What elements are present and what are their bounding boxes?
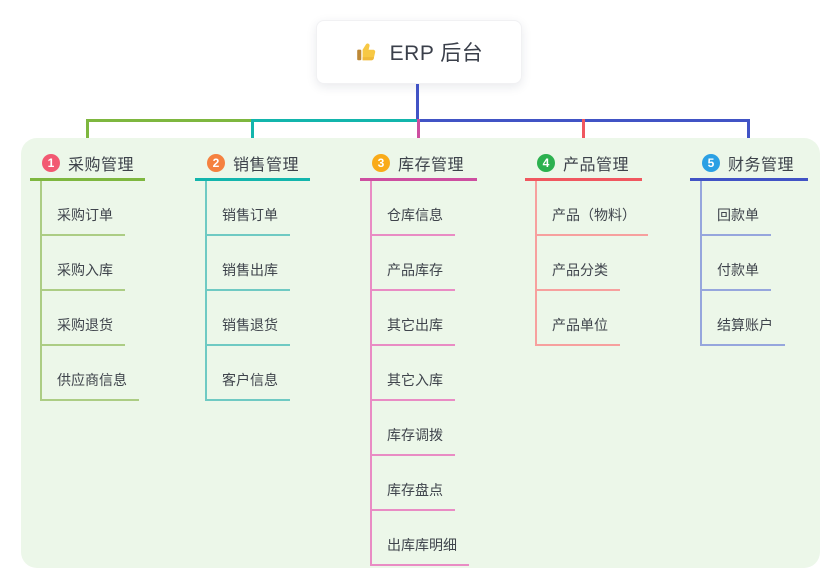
- branch-header[interactable]: 1 采购管理: [30, 148, 145, 181]
- branch-label: 销售管理: [233, 157, 300, 174]
- branch-number-badge: 5: [702, 154, 720, 172]
- branch-label: 库存管理: [398, 157, 465, 174]
- child-node-label[interactable]: 客户信息: [205, 370, 290, 401]
- branches-panel: [21, 138, 820, 568]
- branch-finance-management: 5 财务管理 回款单 付款单 结算账户: [690, 148, 808, 346]
- branch-children: 仓库信息 产品库存 其它出库 其它入库 库存调拨 库存盘点 出库库明细: [370, 181, 477, 566]
- branch-children: 回款单 付款单 结算账户: [700, 181, 808, 346]
- child-node: 出库库明细: [370, 511, 477, 566]
- branch-children-connector: [40, 181, 42, 401]
- branch-product-management: 4 产品管理 产品（物料） 产品分类 产品单位: [525, 148, 648, 346]
- branch-children-connector: [535, 181, 537, 346]
- branch-purchase-management: 1 采购管理 采购订单 采购入库 采购退货 供应商信息: [30, 148, 145, 401]
- root-node[interactable]: ERP 后台: [316, 20, 522, 84]
- child-node-label[interactable]: 销售订单: [205, 205, 290, 236]
- child-node: 结算账户: [700, 291, 808, 346]
- child-node-label[interactable]: 采购退货: [40, 315, 125, 346]
- child-node: 其它出库: [370, 291, 477, 346]
- child-node-label[interactable]: 库存调拨: [370, 425, 455, 456]
- child-node-label[interactable]: 其它入库: [370, 370, 455, 401]
- child-node: 库存盘点: [370, 456, 477, 511]
- child-node: 销售退货: [205, 291, 310, 346]
- connector-hbar-left: [87, 119, 253, 122]
- child-node-label[interactable]: 产品（物料）: [535, 205, 648, 236]
- branch-children: 采购订单 采购入库 采购退货 供应商信息: [40, 181, 145, 401]
- child-node-label[interactable]: 出库库明细: [370, 535, 469, 566]
- child-node: 供应商信息: [40, 346, 145, 401]
- child-node-label[interactable]: 采购订单: [40, 205, 125, 236]
- child-node-label[interactable]: 库存盘点: [370, 480, 455, 511]
- child-node-label[interactable]: 其它出库: [370, 315, 455, 346]
- child-node: 产品库存: [370, 236, 477, 291]
- child-node: 销售订单: [205, 181, 310, 236]
- branch-number-badge: 3: [372, 154, 390, 172]
- child-node: 采购入库: [40, 236, 145, 291]
- child-node-label[interactable]: 产品单位: [535, 315, 620, 346]
- child-node: 产品（物料）: [535, 181, 648, 236]
- connector-trunk: [416, 84, 419, 121]
- branch-label: 产品管理: [563, 157, 630, 174]
- child-node: 产品单位: [535, 291, 648, 346]
- child-node-label[interactable]: 结算账户: [700, 315, 785, 346]
- child-node: 仓库信息: [370, 181, 477, 236]
- branch-children: 销售订单 销售出库 销售退货 客户信息: [205, 181, 310, 401]
- child-node-label[interactable]: 回款单: [700, 205, 771, 236]
- connector-hbar-middle: [252, 119, 418, 122]
- branch-children: 产品（物料） 产品分类 产品单位: [535, 181, 648, 346]
- branch-header[interactable]: 5 财务管理: [690, 148, 808, 181]
- thumbs-up-icon: [356, 43, 375, 61]
- branch-header[interactable]: 4 产品管理: [525, 148, 642, 181]
- child-node: 销售出库: [205, 236, 310, 291]
- child-node-label[interactable]: 产品分类: [535, 260, 620, 291]
- child-node-label[interactable]: 供应商信息: [40, 370, 139, 401]
- branch-drop-purchase: [86, 119, 89, 150]
- branch-label: 财务管理: [728, 157, 795, 174]
- child-node-label[interactable]: 产品库存: [370, 260, 455, 291]
- child-node: 产品分类: [535, 236, 648, 291]
- branch-children-connector: [370, 181, 372, 566]
- child-node: 付款单: [700, 236, 808, 291]
- branch-label: 采购管理: [68, 157, 135, 174]
- branch-number-badge: 2: [207, 154, 225, 172]
- child-node-label[interactable]: 销售出库: [205, 260, 290, 291]
- branch-drop-sales: [251, 119, 254, 150]
- child-node: 其它入库: [370, 346, 477, 401]
- child-node: 客户信息: [205, 346, 310, 401]
- child-node-label[interactable]: 仓库信息: [370, 205, 455, 236]
- branch-header[interactable]: 3 库存管理: [360, 148, 477, 181]
- branch-drop-inventory: [417, 119, 420, 150]
- child-node: 采购订单: [40, 181, 145, 236]
- branch-header[interactable]: 2 销售管理: [195, 148, 310, 181]
- child-node: 库存调拨: [370, 401, 477, 456]
- root-node-title: ERP 后台: [389, 42, 484, 65]
- child-node: 回款单: [700, 181, 808, 236]
- branch-children-connector: [700, 181, 702, 346]
- child-node-label[interactable]: 付款单: [700, 260, 771, 291]
- child-node: 采购退货: [40, 291, 145, 346]
- branch-number-badge: 4: [537, 154, 555, 172]
- child-node-label[interactable]: 采购入库: [40, 260, 125, 291]
- branch-drop-product: [582, 119, 585, 150]
- branch-children-connector: [205, 181, 207, 401]
- child-node-label[interactable]: 销售退货: [205, 315, 290, 346]
- branch-drop-finance: [747, 119, 750, 150]
- branch-sales-management: 2 销售管理 销售订单 销售出库 销售退货 客户信息: [195, 148, 310, 401]
- branch-inventory-management: 3 库存管理 仓库信息 产品库存 其它出库 其它入库 库存调拨 库存盘点 出库库…: [360, 148, 477, 566]
- branch-number-badge: 1: [42, 154, 60, 172]
